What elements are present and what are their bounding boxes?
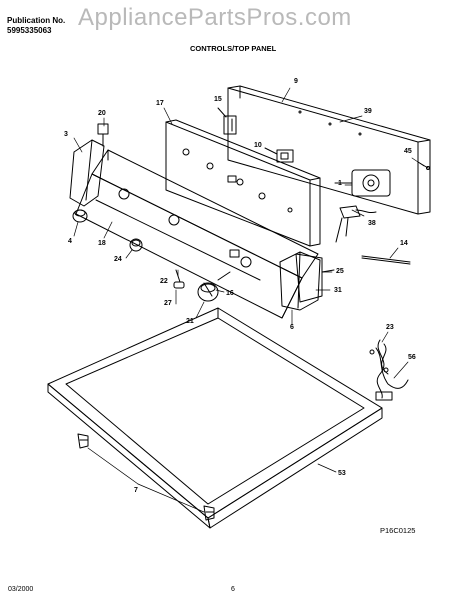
- part-label-15: 15: [214, 96, 222, 103]
- top-panel: [47, 307, 383, 529]
- part-label-20: 20: [98, 110, 106, 117]
- end-cap-left: [69, 123, 109, 207]
- diagram-code: P16C0125: [380, 526, 416, 535]
- part-label-6: 6: [290, 324, 294, 331]
- knob-small: [72, 209, 88, 223]
- part-label-31: 31: [334, 287, 342, 294]
- footer-date: 03/2000: [8, 586, 34, 593]
- part-label-53: 53: [338, 470, 346, 477]
- part-label-25: 25: [336, 268, 344, 275]
- timer-motor: [334, 169, 391, 197]
- part-label-27: 27: [164, 300, 172, 307]
- part-label-1: 1: [338, 180, 342, 187]
- part-label-23: 23: [386, 324, 394, 331]
- part-label-45: 45: [404, 148, 412, 155]
- publication-label: Publication No.: [7, 16, 66, 25]
- part-label-3: 3: [64, 131, 68, 138]
- part-label-18: 18: [98, 240, 106, 247]
- watermark: AppliancePartsPros.com: [78, 4, 352, 31]
- control-bracket: [217, 107, 237, 135]
- control-panel-backing: [165, 119, 321, 247]
- wire-lead: [361, 255, 411, 265]
- push-switch: [264, 147, 294, 163]
- knob-small-2: [129, 238, 143, 252]
- leader-lines: [73, 87, 425, 513]
- wire-harness: [369, 339, 409, 401]
- part-label-16: 16: [226, 290, 234, 297]
- rear-panel: [227, 85, 431, 215]
- part-label-14: 14: [400, 240, 408, 247]
- part-label-38: 38: [368, 220, 376, 227]
- end-cap-right: [279, 251, 323, 311]
- knob-large: [197, 271, 231, 302]
- part-label-10: 10: [254, 142, 262, 149]
- part-label-39: 39: [364, 108, 372, 115]
- part-label-9: 9: [294, 78, 298, 85]
- small-clip: [173, 269, 185, 289]
- page-number: 6: [231, 586, 235, 593]
- hinge-clip-front: [77, 433, 89, 449]
- part-label-56: 56: [408, 354, 416, 361]
- part-label-4: 4: [68, 238, 72, 245]
- section-title: CONTROLS/TOP PANEL: [190, 44, 277, 53]
- part-label-24: 24: [114, 256, 122, 263]
- part-label-22: 22: [160, 278, 168, 285]
- part-label-7: 7: [134, 487, 138, 494]
- mounting-bracket: [335, 205, 377, 243]
- hinge-clip-rear: [203, 505, 215, 521]
- part-label-21: 21: [186, 318, 194, 325]
- publication-number: 5995335063: [7, 26, 52, 35]
- part-label-17: 17: [156, 100, 164, 107]
